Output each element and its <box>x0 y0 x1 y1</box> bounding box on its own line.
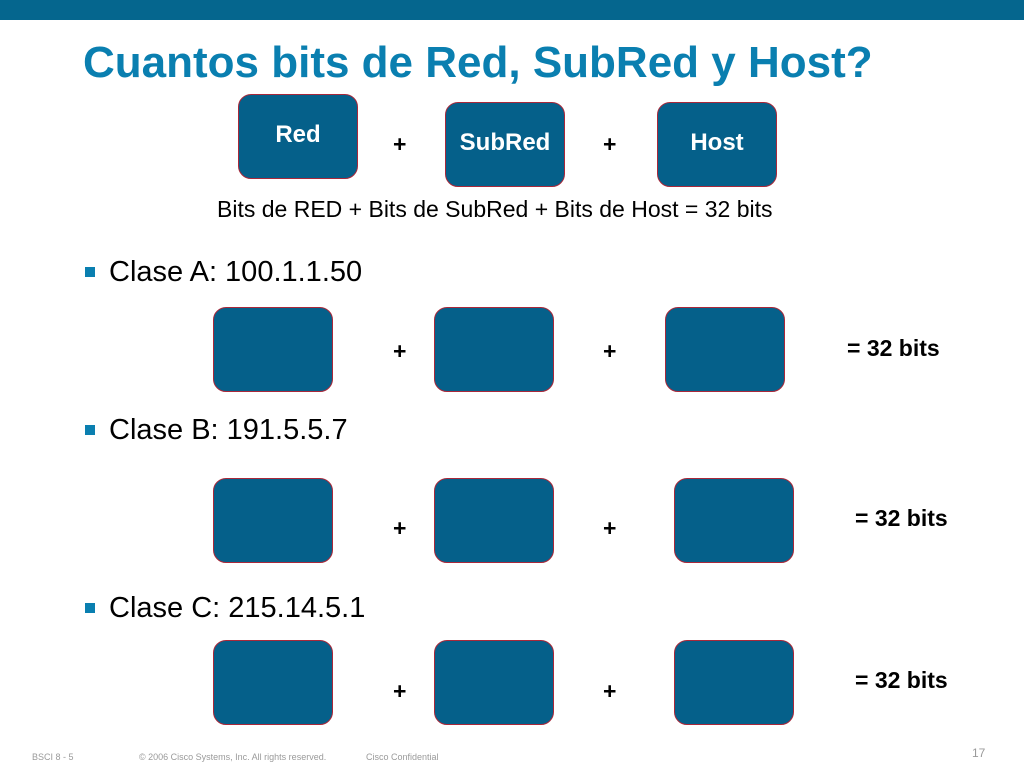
class-c-item: Clase C: 215.14.5.1 <box>85 591 365 626</box>
subred-box-label: SubRed <box>459 129 551 156</box>
class-c-result: = 32 bits <box>855 667 948 693</box>
footer-copyright: © 2006 Cisco Systems, Inc. All rights re… <box>139 752 327 762</box>
class-c-subred-box <box>434 640 554 725</box>
footer-confidential: Cisco Confidential <box>366 752 439 762</box>
page-number: 17 <box>972 746 986 760</box>
class-b-red-box <box>213 478 333 563</box>
plus-sign: + <box>603 338 617 364</box>
plus-sign: + <box>393 131 407 157</box>
class-b-host-box <box>674 478 794 563</box>
red-box: Red <box>238 94 358 179</box>
class-c-label: Clase C: 215.14.5.1 <box>109 592 366 624</box>
plus-sign: + <box>603 678 617 704</box>
class-a-subred-box <box>434 307 554 392</box>
plus-sign: + <box>393 515 407 541</box>
class-a-red-box <box>213 307 333 392</box>
plus-sign: + <box>393 678 407 704</box>
host-box-label: Host <box>690 129 744 156</box>
class-b-result: = 32 bits <box>855 505 948 531</box>
slide-title: Cuantos bits de Red, SubRed y Host? <box>83 38 873 87</box>
class-a-host-box <box>665 307 785 392</box>
bullet-square-icon <box>85 425 95 436</box>
class-a-item: Clase A: 100.1.1.50 <box>85 255 362 290</box>
top-banner <box>0 0 1024 20</box>
bullet-square-icon <box>85 603 95 614</box>
plus-sign: + <box>393 338 407 364</box>
red-box-label: Red <box>275 121 321 148</box>
class-b-label: Clase B: 191.5.5.7 <box>109 414 348 446</box>
bits-formula: Bits de RED + Bits de SubRed + Bits de H… <box>217 196 773 222</box>
plus-sign: + <box>603 515 617 541</box>
class-a-label: Clase A: 100.1.1.50 <box>109 256 363 288</box>
subred-box: SubRed <box>445 102 565 187</box>
class-a-result: = 32 bits <box>847 335 940 361</box>
class-b-item: Clase B: 191.5.5.7 <box>85 413 348 448</box>
footer-course: BSCI 8 - 5 <box>32 752 74 762</box>
bullet-square-icon <box>85 267 95 278</box>
class-b-subred-box <box>434 478 554 563</box>
host-box: Host <box>657 102 777 187</box>
plus-sign: + <box>603 131 617 157</box>
class-c-red-box <box>213 640 333 725</box>
class-c-host-box <box>674 640 794 725</box>
